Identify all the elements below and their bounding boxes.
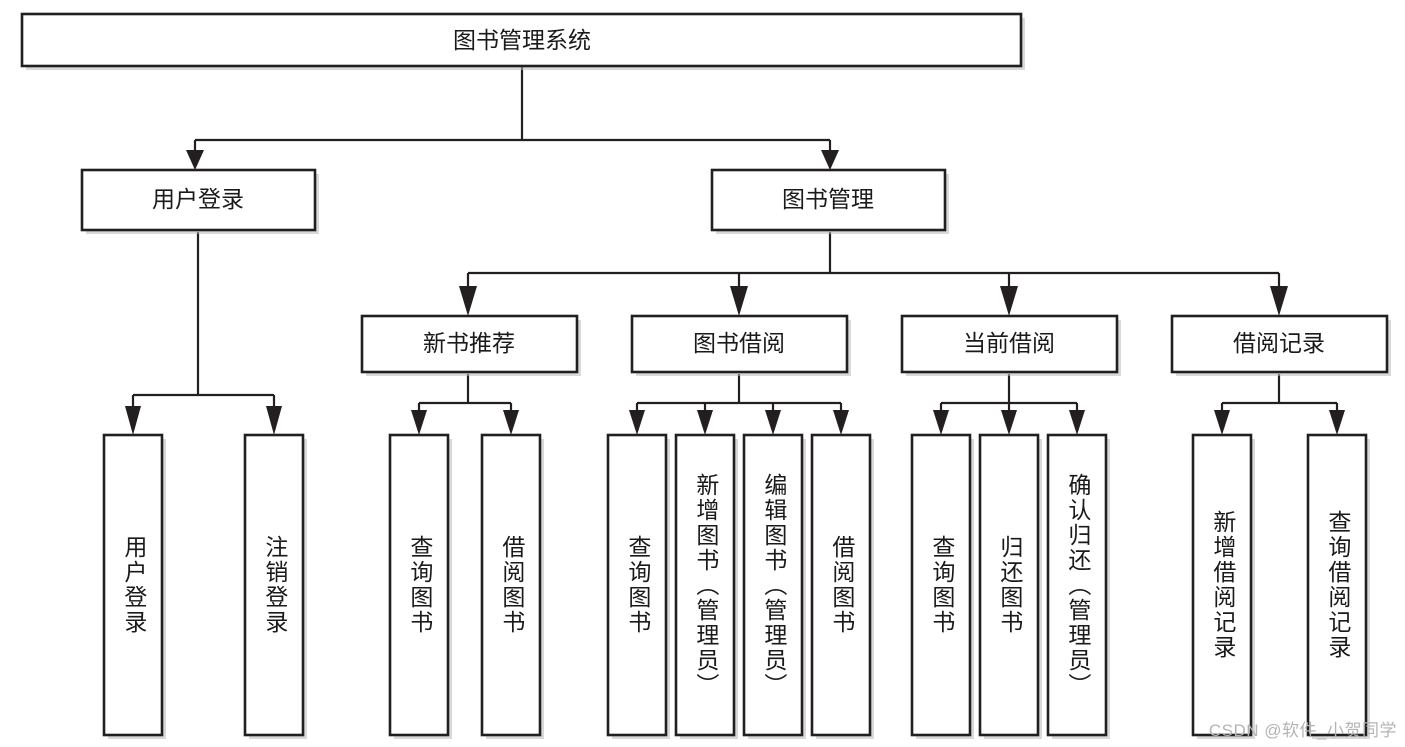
leaf-query-record-box[interactable] — [1306, 433, 1368, 737]
arrow-leaf-query-book-2 — [629, 410, 645, 435]
borrow-record-node-box[interactable] — [1170, 314, 1389, 374]
new-book-recommend-node-box[interactable] — [360, 314, 579, 374]
arrow-leaf-query-book-1 — [411, 410, 427, 435]
arrow-leaf-user-login — [125, 406, 141, 435]
arrow-borrow-record — [1270, 286, 1288, 316]
root-node-box[interactable] — [20, 12, 1023, 68]
nodes-layer: 图书管理系统 用户登录 图书管理 新书推荐 图书借阅 当前借阅 借阅记录 — [20, 12, 1391, 739]
arrow-user-login — [186, 150, 204, 170]
arrow-new-book-recommend — [459, 286, 477, 316]
leaf-logout-login-box[interactable] — [243, 433, 305, 737]
csdn-watermark: CSDN @软件_小贺同学 — [1208, 721, 1397, 740]
leaf-query-book-2-box[interactable] — [606, 433, 668, 737]
arrow-current-borrow — [1000, 286, 1018, 316]
arrow-leaf-return-book — [1001, 410, 1017, 435]
arrow-leaf-add-book — [697, 410, 713, 435]
book-management-node-label: 图书管理 — [782, 186, 874, 212]
book-borrow-node-box[interactable] — [630, 314, 849, 374]
leaf-query-book-1-box[interactable] — [388, 433, 450, 737]
leaf-query-book-3-box[interactable] — [910, 433, 972, 737]
arrow-book-borrow — [730, 286, 748, 316]
leaf-edit-book-box[interactable] — [742, 433, 804, 737]
book-borrow-node-label: 图书借阅 — [693, 330, 785, 356]
book-management-node-box[interactable] — [710, 168, 947, 232]
leaf-user-login-box[interactable] — [102, 433, 164, 737]
leaf-borrow-book-1-box[interactable] — [480, 433, 542, 737]
leaf-return-book-box[interactable] — [978, 433, 1040, 737]
leaf-borrow-book-2-box[interactable] — [810, 433, 872, 737]
arrow-leaf-query-record — [1329, 410, 1345, 435]
arrow-leaf-confirm-return — [1069, 410, 1085, 435]
current-borrow-node-box[interactable] — [900, 314, 1119, 374]
user-login-node-label: 用户登录 — [152, 186, 244, 212]
arrow-book-management — [821, 150, 839, 170]
arrow-leaf-logout-login — [266, 406, 282, 435]
user-login-node-box[interactable] — [80, 168, 317, 232]
arrow-leaf-borrow-book-2 — [833, 410, 849, 435]
arrow-leaf-query-book-3 — [933, 410, 949, 435]
arrow-leaf-edit-book — [765, 410, 781, 435]
new-book-recommend-node-label: 新书推荐 — [423, 330, 515, 356]
root-node-label: 图书管理系统 — [453, 27, 591, 53]
leaf-add-book-box[interactable] — [674, 433, 736, 737]
edges-layer — [125, 67, 1345, 435]
arrow-leaf-borrow-book-1 — [503, 410, 519, 435]
borrow-record-node-label: 借阅记录 — [1233, 330, 1325, 356]
leaf-confirm-return-box[interactable] — [1046, 433, 1108, 737]
leaf-add-record-box[interactable] — [1191, 433, 1253, 737]
arrow-leaf-add-record — [1214, 410, 1230, 435]
current-borrow-node-label: 当前借阅 — [963, 330, 1055, 356]
